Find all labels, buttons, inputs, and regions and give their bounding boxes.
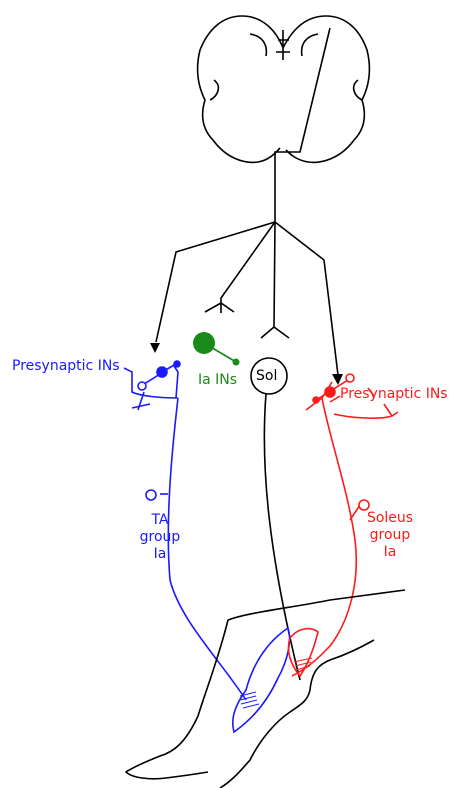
brain-outline bbox=[198, 16, 370, 162]
sol-motor-axon bbox=[264, 394, 300, 680]
label-presynaptic-ins-left: Presynaptic INs bbox=[12, 358, 120, 375]
label-soleus-line-1: Soleus bbox=[352, 510, 428, 527]
label-ta-line-3: Ia bbox=[130, 546, 190, 563]
label-ta-group-ia: TA group Ia bbox=[130, 512, 190, 563]
descending-pathway bbox=[156, 28, 338, 375]
label-presynaptic-ins-right: Presynaptic INs bbox=[340, 386, 448, 403]
label-ia-ins: Ia INs bbox=[198, 372, 237, 389]
label-ta-line-1: TA bbox=[130, 512, 190, 529]
leg-outline bbox=[126, 590, 405, 788]
label-ta-line-2: group bbox=[130, 529, 190, 546]
label-soleus-line-3: Ia bbox=[352, 544, 428, 561]
label-soleus-line-2: group bbox=[352, 527, 428, 544]
label-soleus-group-ia: Soleus group Ia bbox=[352, 510, 428, 561]
ia-interneuron bbox=[193, 332, 240, 366]
label-sol: Sol bbox=[256, 368, 277, 385]
